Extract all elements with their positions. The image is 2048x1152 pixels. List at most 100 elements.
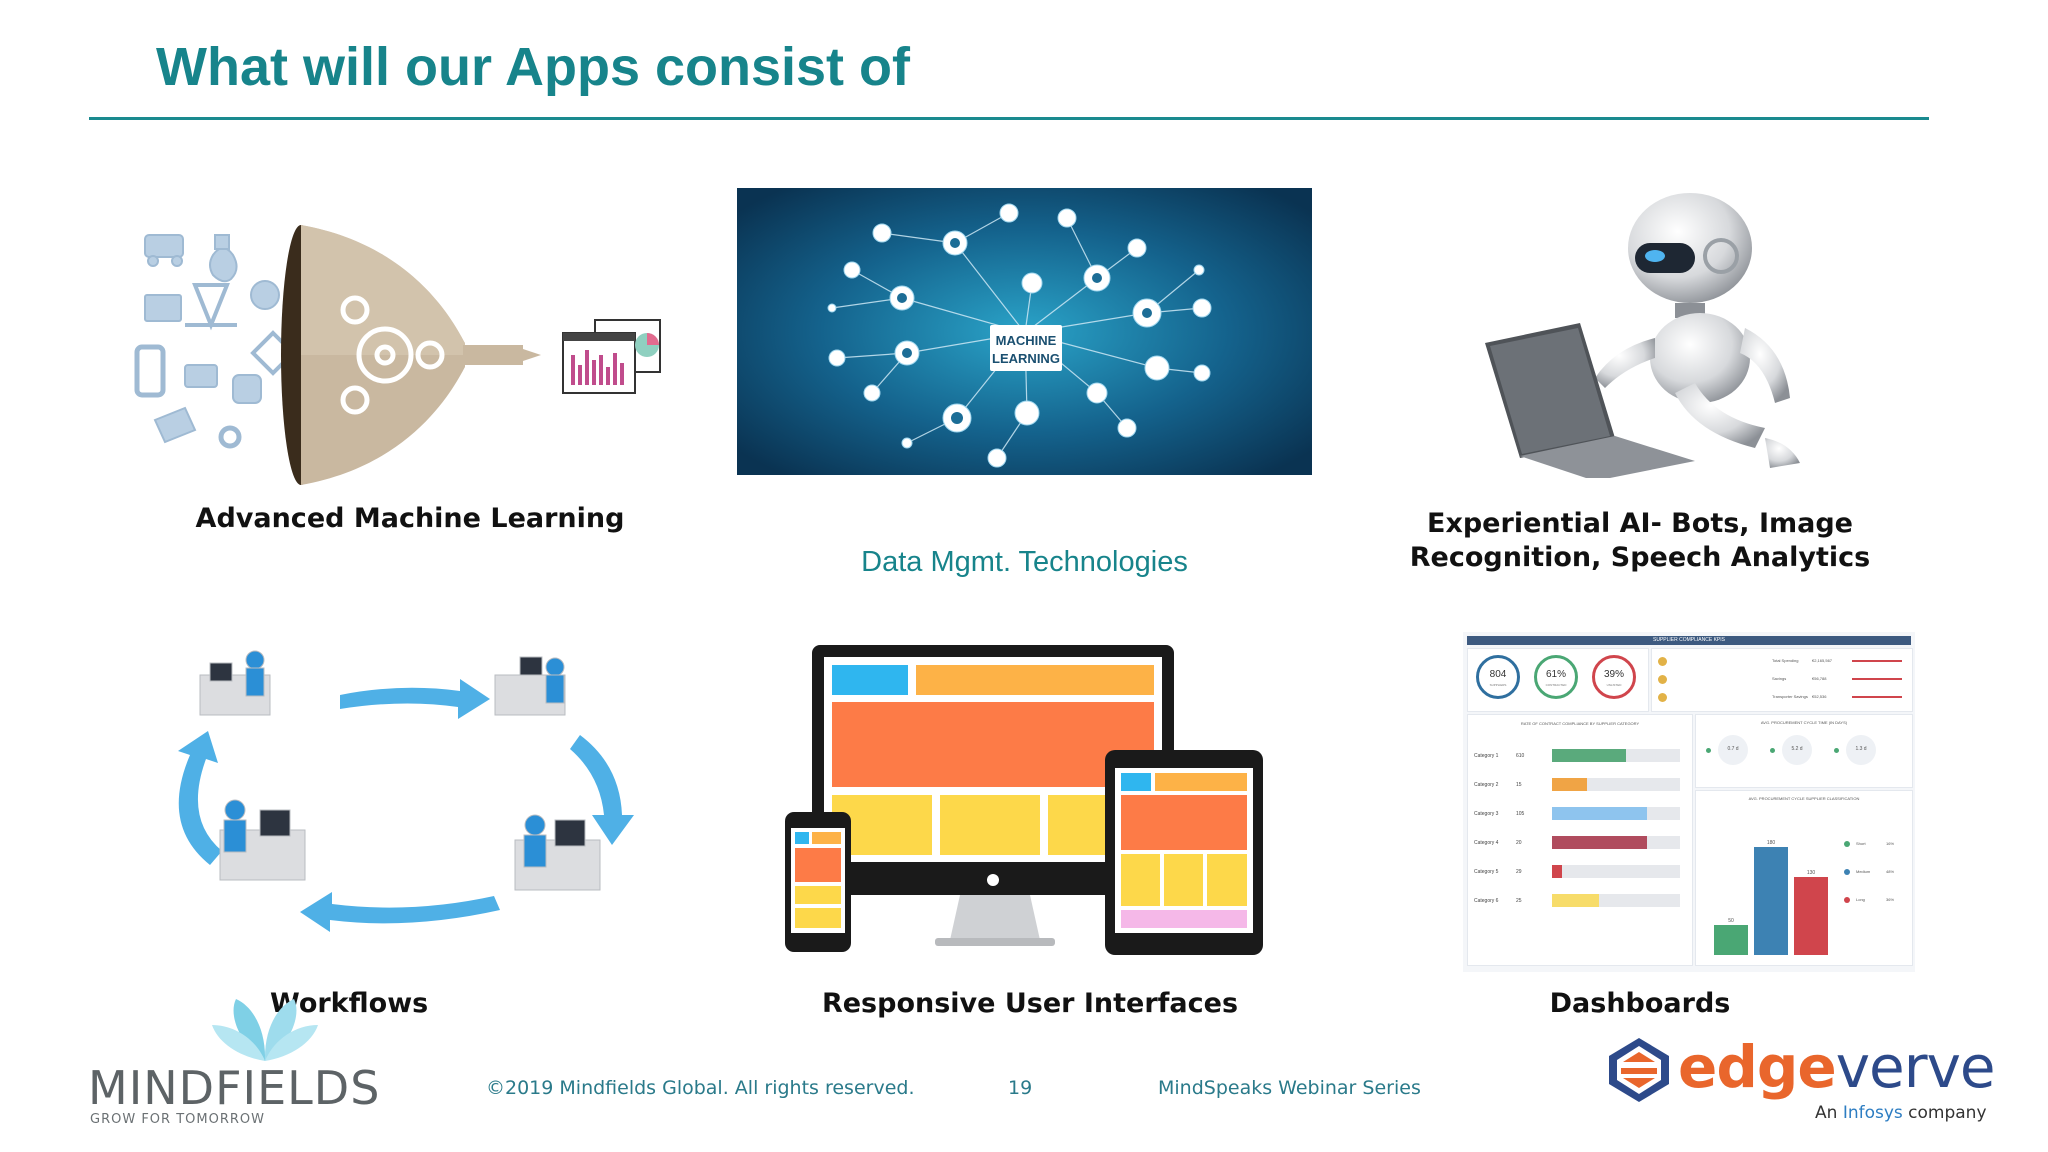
cycle-dot xyxy=(1834,748,1839,753)
title-divider xyxy=(89,117,1929,120)
category-bar-fill xyxy=(1552,807,1647,820)
kpi-label: UNLISTED xyxy=(1606,683,1622,687)
cycle-circle xyxy=(1718,735,1748,765)
category-bar-fill xyxy=(1552,865,1562,878)
category-count: 20 xyxy=(1516,840,1522,846)
compliance-title: RATE OF CONTRACT COMPLIANCE BY SUPPLIER … xyxy=(1520,721,1640,726)
edgeverve-sub-c: company xyxy=(1902,1103,1987,1123)
legend-name: Long xyxy=(1856,897,1865,902)
edgeverve-sub-a: An xyxy=(1815,1103,1843,1123)
caption-responsive-ui: Responsive User Interfaces xyxy=(821,988,1239,1019)
category-bar-fill xyxy=(1552,894,1599,907)
edgeverve-brand-verve: verve xyxy=(1835,1033,1996,1101)
footer-series: MindSpeaks Webinar Series xyxy=(1158,1077,1421,1099)
mindfields-leaf-icon xyxy=(212,999,318,1061)
spend-trend xyxy=(1852,678,1902,680)
dashboard-header: SUPPLIER COMPLIANCE KPIS xyxy=(1467,636,1911,645)
category-bar-track xyxy=(1552,807,1680,820)
ml-badge-line-2: LEARNING xyxy=(992,351,1060,366)
spend-trend xyxy=(1852,660,1902,662)
category-bar-track xyxy=(1552,865,1680,878)
category-count: 15 xyxy=(1516,782,1522,788)
kpi-circle: 39% UNLISTED xyxy=(1592,655,1636,699)
mindfields-tagline: GROW FOR TOMORROW xyxy=(90,1112,265,1127)
cycle-circle xyxy=(1782,735,1812,765)
cycle-circle xyxy=(1846,735,1876,765)
legend-dot xyxy=(1844,869,1850,875)
footer-page-number: 19 xyxy=(1008,1077,1033,1099)
category-count: 25 xyxy=(1516,898,1522,904)
cycle-panel: AVG. PROCUREMENT CYCLE TIME (IN DAYS) 0.… xyxy=(1695,714,1913,788)
spend-icon xyxy=(1658,693,1667,702)
classification-panel: AVG. PROCUREMENT CYCLE SUPPLIER CLASSIFI… xyxy=(1695,790,1913,966)
spend-label: Savings xyxy=(1772,676,1787,681)
spend-value: €56,788 xyxy=(1812,676,1827,681)
edgeverve-sub-infosys: Infosys xyxy=(1842,1103,1903,1123)
category-name: Category 2 xyxy=(1474,782,1499,788)
kpi-value: 804 xyxy=(1489,669,1507,680)
legend-dot xyxy=(1844,897,1850,903)
category-bar-fill xyxy=(1552,836,1647,849)
ml-badge-line-1: MACHINE xyxy=(996,333,1057,348)
classification-bar-label: 50 xyxy=(1728,918,1734,924)
category-name: Category 3 xyxy=(1474,811,1499,817)
ml-funnel-illustration xyxy=(134,225,661,485)
kpi-label: CONTRACTED xyxy=(1545,683,1567,687)
legend-dot xyxy=(1844,841,1850,847)
category-bar-track xyxy=(1552,836,1680,849)
kpi-value: 61% xyxy=(1545,669,1566,680)
kpi-value: 39% xyxy=(1603,669,1624,680)
cycle-title: AVG. PROCUREMENT CYCLE TIME (IN DAYS) xyxy=(1760,720,1848,725)
footer-copyright: ©2019 Mindfields Global. All rights rese… xyxy=(486,1077,915,1099)
spend-label: Total Spending xyxy=(1772,658,1799,663)
category-bar-fill xyxy=(1552,778,1587,791)
category-count: 610 xyxy=(1516,753,1525,759)
workflow-cycle-illustration xyxy=(178,650,634,932)
classification-title: AVG. PROCUREMENT CYCLE SUPPLIER CLASSIFI… xyxy=(1748,796,1860,801)
category-count: 105 xyxy=(1516,811,1525,817)
edgeverve-logo-icon xyxy=(1609,1038,1669,1102)
legend-name: Short xyxy=(1856,841,1866,846)
machine-learning-network-image: MACHINE LEARNING xyxy=(737,188,1312,475)
kpi-circle: 61% CONTRACTED xyxy=(1534,655,1578,699)
slide-title: What will our Apps consist of xyxy=(156,37,910,97)
category-bar-fill xyxy=(1552,749,1626,762)
classification-bar xyxy=(1754,847,1788,955)
spend-value: €52,536 xyxy=(1812,694,1827,699)
edgeverve-brand-edge: edge xyxy=(1678,1033,1837,1101)
category-bar-track xyxy=(1552,749,1680,762)
spend-trend xyxy=(1852,696,1902,698)
spend-value: €2,165,567 xyxy=(1812,658,1833,663)
edgeverve-subtitle: An Infosys company xyxy=(1815,1103,1987,1123)
caption-advanced-machine-learning: Advanced Machine Learning xyxy=(195,503,625,534)
cycle-value: 1.3 d xyxy=(1855,746,1867,752)
category-name: Category 1 xyxy=(1474,753,1499,759)
caption-data-management: Data Mgmt. Technologies xyxy=(861,546,1188,578)
kpi-label: SUPPLIERS xyxy=(1489,683,1507,687)
classification-bar xyxy=(1794,877,1828,955)
cycle-value: 5.2 d xyxy=(1791,746,1803,752)
spend-icon xyxy=(1658,657,1667,666)
legend-pct: 36% xyxy=(1886,897,1895,902)
category-name: Category 4 xyxy=(1474,840,1499,846)
classification-bar-label: 180 xyxy=(1767,840,1776,846)
legend-pct: 48% xyxy=(1886,869,1895,874)
spend-icon xyxy=(1658,675,1667,684)
category-name: Category 5 xyxy=(1474,869,1499,875)
category-count: 29 xyxy=(1516,869,1522,875)
classification-bar xyxy=(1714,925,1748,955)
cycle-dot xyxy=(1706,748,1711,753)
caption-dashboards: Dashboards xyxy=(1549,988,1731,1019)
legend-pct: 16% xyxy=(1886,841,1895,846)
caption-experiential-ai: Experiential AI- Bots, Image Recognition… xyxy=(1409,508,1871,573)
workstation-top-left xyxy=(199,650,271,716)
category-bar-track xyxy=(1552,894,1680,907)
mindfields-logo: MINDFIELDS xyxy=(88,1061,381,1115)
robot-laptop-illustration xyxy=(1485,193,1800,478)
category-bar-track xyxy=(1552,778,1680,791)
category-name: Category 6 xyxy=(1474,898,1499,904)
caption-workflows: Workflows xyxy=(270,988,429,1019)
